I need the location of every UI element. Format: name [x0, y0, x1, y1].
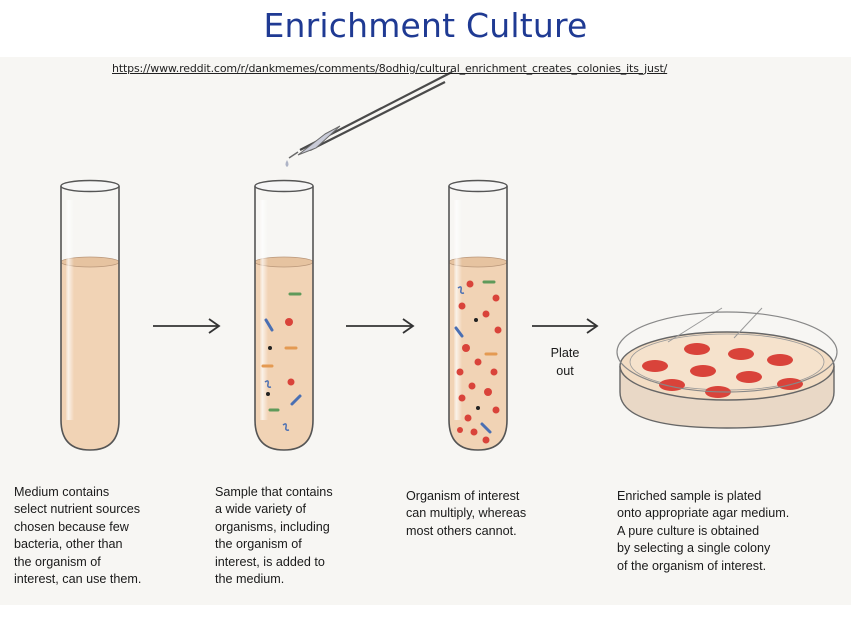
colony-dot	[458, 394, 466, 402]
enriched-organisms	[456, 280, 502, 444]
caption-sample: Sample that contains a wide variety of o…	[215, 485, 333, 587]
pipette	[285, 71, 453, 167]
caption-plated: Enriched sample is plated onto appropria…	[617, 489, 790, 573]
colony-dot	[482, 436, 490, 444]
agar-colony	[777, 378, 803, 390]
slide-title: Enrichment Culture	[263, 6, 588, 45]
agar-colony	[728, 348, 754, 360]
agar-colony	[684, 343, 710, 355]
colony-dot	[466, 280, 474, 288]
colony-dot	[492, 406, 500, 414]
colony-dot	[492, 294, 500, 302]
colony-dot	[458, 302, 466, 310]
petri-dish	[616, 307, 838, 429]
arrow-3	[532, 318, 599, 334]
agar-colony	[690, 365, 716, 377]
pipette-drop	[285, 160, 289, 167]
arrow-2	[346, 318, 415, 334]
colony-dot	[474, 358, 482, 366]
agar-colony	[736, 371, 762, 383]
caption-medium: Medium contains select nutrient sources …	[14, 485, 142, 587]
colony-dot	[470, 428, 478, 436]
plate-out-label: Plate out	[550, 346, 580, 378]
arrow-1	[153, 318, 221, 334]
test-tube-2	[254, 179, 314, 451]
colony-dot	[462, 344, 470, 352]
colony-dot	[464, 414, 472, 422]
colony-dot	[456, 368, 464, 376]
colony-dot	[457, 427, 463, 433]
caption-multiply: Organism of interest can multiply, where…	[406, 489, 527, 538]
colony-dot	[490, 368, 498, 376]
colony-dot	[482, 310, 490, 318]
colony-dot	[494, 326, 502, 334]
test-tube-3	[448, 179, 508, 451]
agar-colony	[767, 354, 793, 366]
colony-dot	[484, 388, 492, 396]
test-tube-1	[60, 179, 120, 451]
diagram-panel	[0, 57, 851, 605]
mixed-organisms	[261, 292, 302, 431]
colony-dot	[468, 382, 476, 390]
source-url-link[interactable]: https://www.reddit.com/r/dankmemes/comme…	[112, 62, 668, 75]
agar-colony	[642, 360, 668, 372]
other-organisms	[454, 280, 498, 434]
